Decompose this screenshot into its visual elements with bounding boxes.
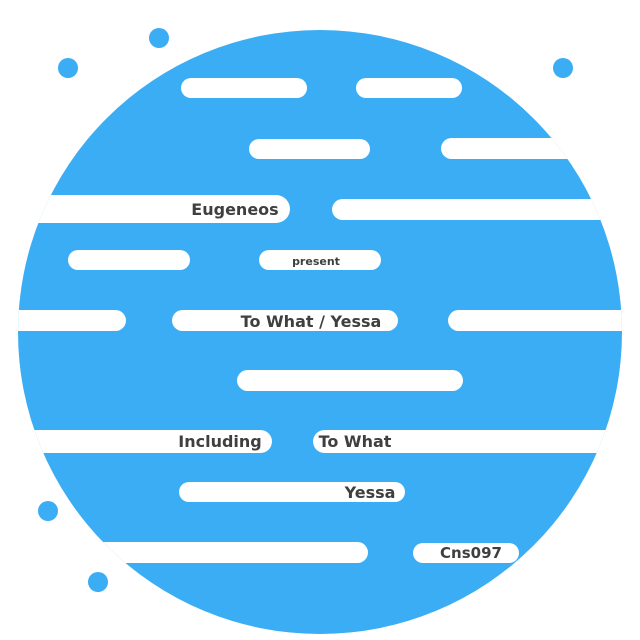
present-label: present (292, 255, 340, 268)
stripe (448, 310, 622, 331)
stripe (313, 430, 622, 453)
pill (356, 78, 462, 98)
pill (179, 482, 405, 502)
decor-dot (38, 501, 58, 521)
stripe (441, 138, 622, 159)
pill (237, 370, 463, 391)
track-title: To What (319, 432, 392, 451)
pill (68, 250, 190, 270)
planet-circle (18, 30, 622, 634)
stripe (18, 542, 368, 563)
pill (259, 250, 381, 270)
artist-name: Eugeneos (191, 200, 278, 219)
track-title: Yessa (344, 483, 396, 502)
release-title: To What / Yessa (241, 312, 382, 331)
stripe (18, 430, 272, 453)
pill (181, 78, 307, 98)
decor-dot (149, 28, 169, 48)
stripe (332, 199, 622, 220)
decor-dot (58, 58, 78, 78)
including-label: Including (178, 432, 261, 451)
stripe (18, 310, 126, 331)
pill (413, 543, 519, 563)
pill (249, 139, 370, 159)
pill (172, 310, 398, 331)
catalog-number: Cns097 (440, 544, 502, 562)
decor-dot (88, 572, 108, 592)
decor-dot (553, 58, 573, 78)
stripe (18, 195, 290, 223)
